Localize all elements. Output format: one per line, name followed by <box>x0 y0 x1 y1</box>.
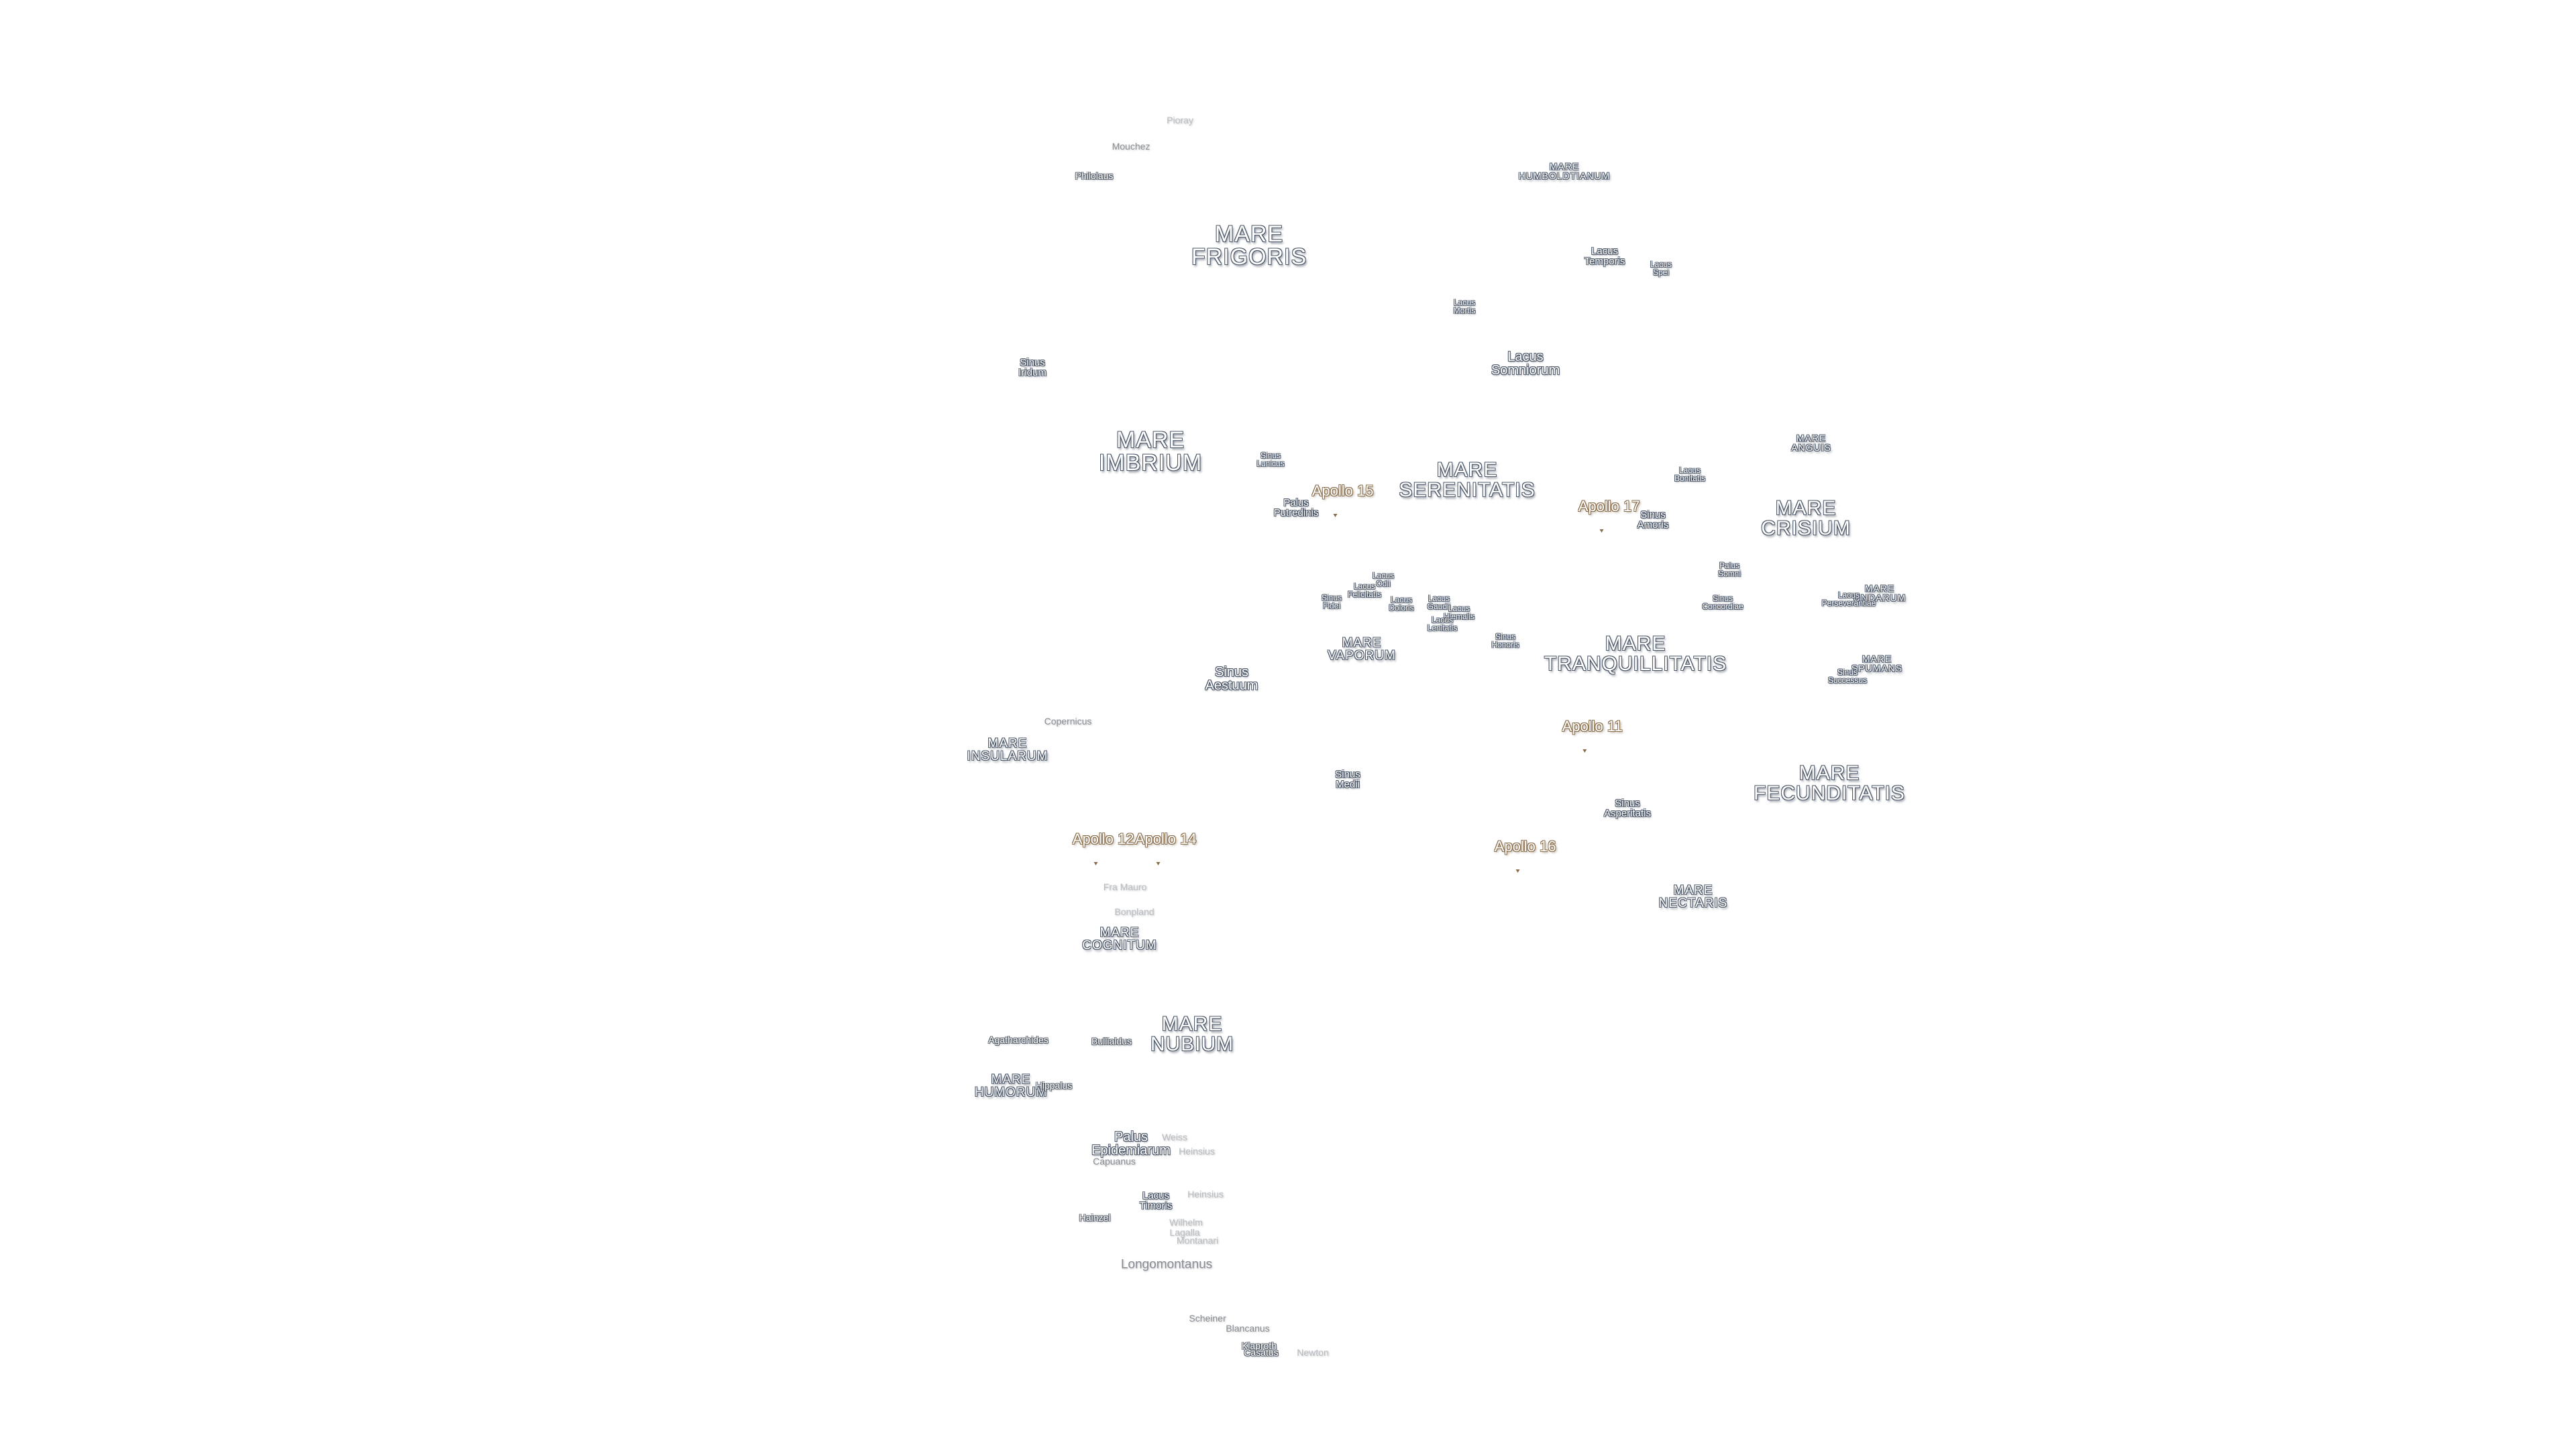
lacus-timoris-label: Lacus Timoris <box>1139 1190 1173 1212</box>
crater-blancanus-label: Blancanus <box>1226 1323 1270 1334</box>
crater-montanari-label: Montanari <box>1176 1235 1219 1246</box>
palus-epidemiarum-label: Palus Epidemiarum <box>1091 1130 1171 1158</box>
crater-hippalus-label: Hippalus <box>1035 1080 1073 1091</box>
mare-undarum-label: MARE UNDARUM <box>1853 583 1907 603</box>
apollo-17-pin-icon <box>1599 529 1603 533</box>
palus-somni-label: Palus Somni <box>1717 561 1741 578</box>
crater-weiss-label: Weiss <box>1162 1132 1187 1142</box>
sinus-asperitatis-label: Sinus Asperitatis <box>1603 798 1652 819</box>
apollo-16-marker[interactable]: Apollo 16 <box>1479 824 1556 902</box>
apollo-15-pin-icon <box>1333 514 1337 517</box>
apollo-15-label: Apollo 15 <box>1311 482 1374 499</box>
apollo-14-pin-icon <box>1156 862 1160 865</box>
mare-cognitum-label: MARE COGNITUM <box>1082 926 1157 953</box>
crater-nubium-label: Heinsius <box>1179 1146 1215 1157</box>
lacus-mortis-label: Lacus Mortis <box>1453 298 1476 315</box>
apollo-11-pin-icon <box>1582 749 1587 753</box>
lacus-perseverantiae-label: Lacus Perseverantiae <box>1821 590 1876 608</box>
crater-longomontanus-label: Longomontanus <box>1120 1257 1213 1272</box>
mare-anguis-label: MARE ANGUIS <box>1791 433 1831 453</box>
sinus-aestuum-label: Sinus Aestuum <box>1205 665 1258 693</box>
sinus-amoris-label: Sinus Amoris <box>1637 509 1669 531</box>
crater-klaproth-label: Klaproth <box>1241 1340 1277 1351</box>
crater-fra-mauro-label: Fra Mauro <box>1103 881 1147 892</box>
mare-imbrium-label: MARE IMBRIUM <box>1098 427 1203 476</box>
apollo-11-marker[interactable]: Apollo 11 <box>1546 704 1623 782</box>
mare-nubium-label: MARE NUBIUM <box>1150 1013 1234 1055</box>
mare-serenitatis-label: MARE SERENITATIS <box>1399 459 1536 501</box>
crater-newton-label: Newton <box>1297 1347 1329 1358</box>
lacus-doloris-label: Lacus Doloris <box>1389 595 1414 612</box>
mare-humboldtianum-label: MARE HUMBOLDTIANUM <box>1518 161 1611 181</box>
sinus-honoris-label: Sinus Honoris <box>1491 632 1519 649</box>
sinus-successus-label: Sinus Successus <box>1827 667 1868 685</box>
lacus-gaudii-label: Lacus Gaudii <box>1427 594 1451 611</box>
mare-insularum-label: MARE INSULARUM <box>967 737 1049 763</box>
mare-fecunditatis-label: MARE FECUNDITATIS <box>1754 762 1905 804</box>
sinus-lunicus-label: Sinus Lunicus <box>1256 451 1285 468</box>
crater-bullialdus-label: Bullialdus <box>1091 1036 1132 1046</box>
lacus-spei-label: Lacus Spei <box>1650 260 1672 277</box>
mare-crisium-label: MARE CRISIUM <box>1761 497 1851 539</box>
apollo-16-label: Apollo 16 <box>1494 838 1556 855</box>
crater-wilhelm-label: Wilhelm <box>1169 1217 1203 1228</box>
lacus-lenitatis-label: Lacus Lenitatis <box>1427 615 1458 633</box>
mare-frigoris-label: MARE FRIGORIS <box>1191 221 1307 270</box>
apollo-15-marker[interactable]: Apollo 15 <box>1297 469 1374 547</box>
crater-bonpland-label: Bonpland <box>1114 906 1155 917</box>
lacus-odii-label: Lacus Odii <box>1372 571 1395 588</box>
apollo-11-label: Apollo 11 <box>1562 718 1623 735</box>
crater-hainzel-label: Hainzel <box>1079 1212 1111 1223</box>
apollo-12-pin-icon <box>1093 862 1097 865</box>
mare-tranquillitatis-label: MARE TRANQUILLITATIS <box>1544 633 1727 675</box>
apollo-17-label: Apollo 17 <box>1578 498 1640 515</box>
mare-vaporum-label: MARE VAPORUM <box>1328 636 1396 663</box>
sinus-concordiae-label: Sinus Concordiae <box>1702 594 1743 611</box>
lacus-somniorum-label: Lacus Somniorum <box>1491 350 1560 378</box>
crater-capuanus-label: Capuanus <box>1093 1156 1136 1167</box>
crater-agatharchides-label: Agatharchides <box>988 1034 1049 1045</box>
apollo-16-pin-icon <box>1515 869 1519 873</box>
sinus-medii-label: Sinus Medii <box>1335 769 1360 790</box>
crater-philolaus-label: Philolaus <box>1075 170 1114 181</box>
crater-scheiner-label: Scheiner <box>1189 1313 1226 1324</box>
palus-putredinis-label: Palus Putredinis <box>1273 497 1319 519</box>
crater-pioray-label: Pioray <box>1167 115 1193 125</box>
crater-copernicus-label: Copernicus <box>1044 716 1092 727</box>
mare-humorum-label: MARE HUMORUM <box>974 1073 1048 1099</box>
apollo-14-marker[interactable]: Apollo 14 <box>1120 817 1197 895</box>
sinus-iridum-label: Sinus Iridum <box>1018 357 1046 378</box>
lacus-hiemalis-label: Lacus Hiemalis <box>1443 604 1475 621</box>
lacus-temporis-label: Lacus Temporis <box>1584 246 1625 267</box>
apollo-14-label: Apollo 14 <box>1134 830 1197 847</box>
crater-heinsius-label: Heinsius <box>1187 1189 1224 1199</box>
mare-nectaris-label: MARE NECTARIS <box>1658 883 1728 910</box>
apollo-12-label: Apollo 12 <box>1072 830 1134 847</box>
crater-casatus-label: Casatus <box>1244 1347 1279 1358</box>
crater-lagalla-label: Lagalla <box>1169 1227 1200 1238</box>
mare-spumans-label: MARE SPUMANS <box>1851 653 1903 674</box>
apollo-17-marker[interactable]: Apollo 17 <box>1563 484 1640 562</box>
lacus-felicitatis-label: Lacus Felicitatis <box>1347 582 1382 599</box>
crater-mouchez-label: Mouchez <box>1112 141 1150 152</box>
apollo-12-marker[interactable]: Apollo 12 <box>1057 817 1134 895</box>
lacus-bonitatis-label: Lacus Bonitatis <box>1674 466 1706 483</box>
sinus-fidei-label: Sinus Fidei <box>1321 593 1342 610</box>
